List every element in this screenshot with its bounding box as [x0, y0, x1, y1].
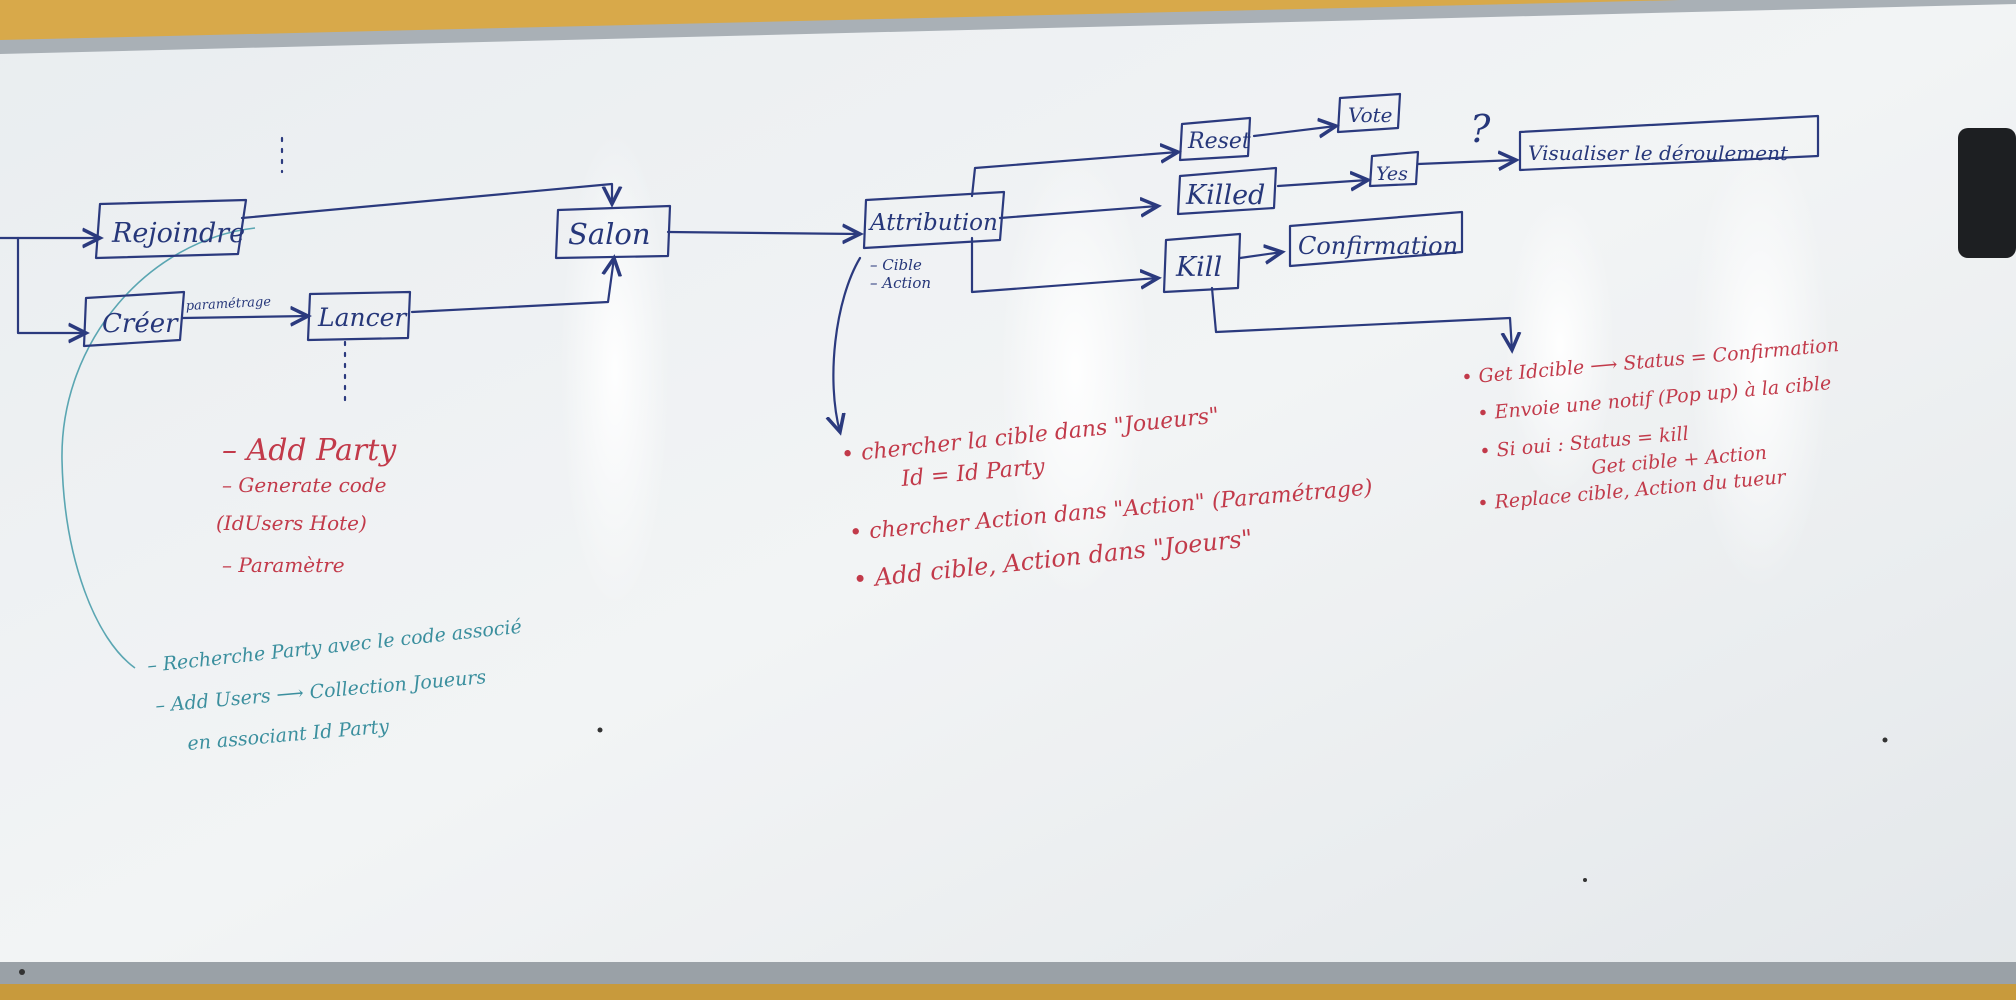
flow-connectors [0, 126, 1516, 432]
box-creer-label: Créer [102, 309, 179, 339]
box-lancer: Lancer [306, 290, 412, 342]
box-visualiser-label: Visualiser le déroulement [1528, 141, 1789, 165]
box-rejoindre-label: Rejoindre [111, 218, 245, 249]
board-speck [1583, 878, 1587, 882]
board-frame-top [0, 0, 2016, 54]
box-killed: Killed [1176, 166, 1278, 216]
box-killed-label: Killed [1185, 180, 1265, 211]
board-tray [0, 962, 2016, 984]
note-parametre: – Paramètre [222, 553, 345, 577]
box-yes-label: Yes [1376, 163, 1408, 185]
box-reset-label: Reset [1187, 129, 1251, 154]
box-confirmation: Confirmation [1288, 210, 1464, 268]
box-kill-label: Kill [1175, 252, 1222, 283]
note-add-party: – Add Party [222, 433, 397, 468]
rejoindre-bracket [61, 227, 256, 669]
box-lancer-label: Lancer [317, 303, 408, 332]
box-vote-label: Vote [1348, 103, 1393, 127]
attribution-note-action: – Action [870, 274, 931, 292]
notes-creer: – Add Party – Generate code (IdUsers Hot… [216, 433, 397, 577]
attribution-note-cible: – Cible [870, 256, 922, 274]
box-salon-label: Salon [568, 217, 651, 251]
light-reflection [560, 130, 670, 610]
light-reflection [1000, 140, 1150, 600]
eraser [1958, 128, 2016, 258]
light-reflection [1505, 195, 1615, 495]
board-speck [19, 969, 25, 975]
board-speck [597, 727, 603, 733]
box-yes: Yes [1368, 150, 1420, 188]
wall-bottom [0, 984, 2016, 1000]
question-mark: ? [1470, 107, 1491, 151]
box-creer: Créer [82, 290, 186, 348]
box-rejoindre: Rejoindre [94, 198, 248, 260]
box-attribution: Attribution [862, 190, 1006, 250]
note-generate-code: – Generate code [222, 473, 386, 497]
box-visualiser: Visualiser le déroulement [1518, 114, 1820, 172]
box-salon: Salon [554, 204, 672, 260]
box-attribution-label: Attribution [868, 210, 998, 236]
box-kill: Kill [1162, 232, 1242, 294]
board-speck [1882, 737, 1888, 743]
light-reflection [1690, 130, 1830, 590]
box-reset: Reset [1178, 116, 1252, 162]
box-confirmation-label: Confirmation [1298, 232, 1458, 260]
note-idusers-hote: (IdUsers Hote) [216, 511, 367, 535]
box-vote: Vote [1336, 92, 1402, 134]
parametrage-label: paramétrage [185, 295, 271, 314]
